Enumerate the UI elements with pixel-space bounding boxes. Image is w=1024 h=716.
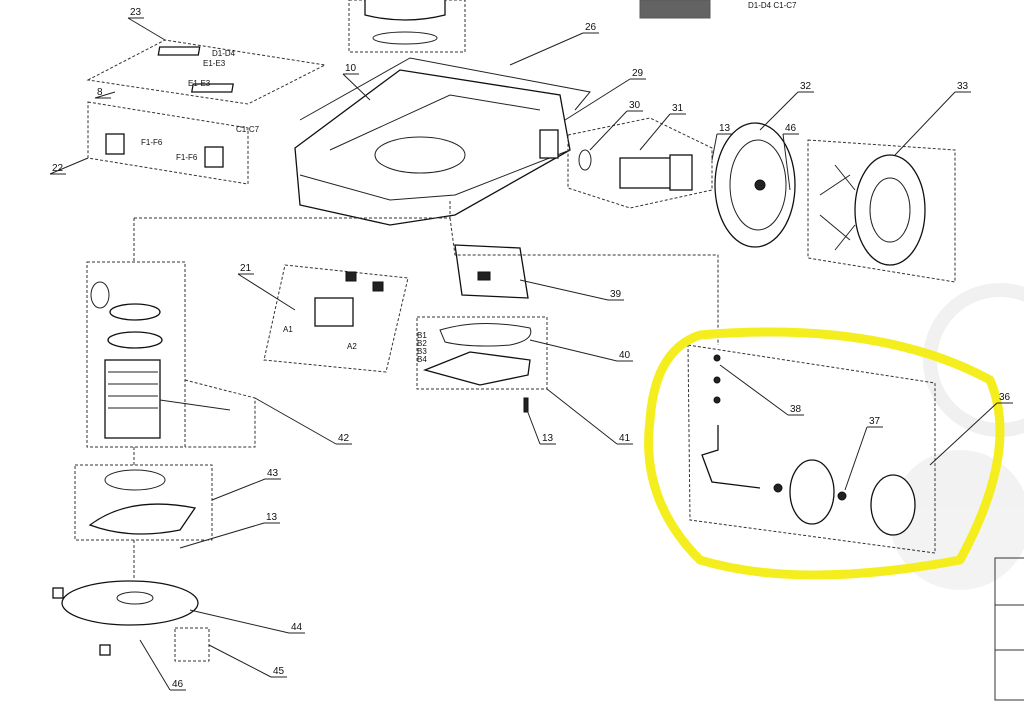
callout-leader-line <box>782 133 799 191</box>
group-21: A1 A2 <box>263 264 409 373</box>
callout-leader-line <box>564 78 646 121</box>
label-a2: A2 <box>347 342 357 351</box>
label-c1-c7: C1-C7 <box>236 125 260 134</box>
group-43 <box>74 464 213 541</box>
callout-number-13: 13 <box>719 123 731 134</box>
label-d1-d4: D1-D4 <box>212 49 236 58</box>
yellow-highlight-loop <box>644 327 1005 580</box>
motor-group-31 <box>567 117 713 209</box>
callout-leader-line <box>844 426 883 491</box>
highlighted-group-36 <box>687 344 936 554</box>
callout-number-13: 13 <box>266 512 278 523</box>
label-b3: B3 <box>417 347 427 356</box>
callout-number-44: 44 <box>291 622 303 633</box>
callout-leader-line <box>894 91 971 156</box>
callout-leader-line <box>759 91 814 131</box>
label-e1-e3: E1-E3 <box>188 79 211 88</box>
callout-number-42: 42 <box>338 433 350 444</box>
label-f1-f6: F1-F6 <box>176 153 198 162</box>
callout-leader-line <box>519 279 624 301</box>
callout-leader-line <box>529 339 633 362</box>
group-42-motor <box>86 261 256 448</box>
callout-leader-line <box>189 609 305 634</box>
callout-number-46: 46 <box>172 679 184 690</box>
label-f1-f6: F1-F6 <box>141 138 163 147</box>
callout-number-22: 22 <box>52 163 64 174</box>
callout-number-23: 23 <box>130 7 142 18</box>
callout-leader-line <box>589 110 643 151</box>
callout-leader-line <box>719 364 804 416</box>
callout-leader-line <box>94 91 116 99</box>
label-b1: B1 <box>417 331 427 340</box>
callout-number-37: 37 <box>869 416 881 427</box>
label-a1: A1 <box>283 325 293 334</box>
callout-leader-line <box>711 133 733 161</box>
callout-leader-line <box>127 17 166 41</box>
top-cover-part <box>348 0 466 53</box>
title-block-fragment <box>994 557 1024 701</box>
callout-number-33: 33 <box>957 81 969 92</box>
callout-leader-line <box>929 402 1013 466</box>
label-b2: B2 <box>417 339 427 348</box>
top-pcb-part: D1-D4 C1-C7 <box>639 0 797 19</box>
callout-leader-line <box>237 273 296 311</box>
callout-number-40: 40 <box>619 350 631 361</box>
group-23: D1-D4 E1-E3 E1-E3 <box>86 39 327 105</box>
battery-39 <box>454 244 529 299</box>
callout-number-29: 29 <box>632 68 644 79</box>
callout-leader-line <box>639 113 686 151</box>
callout-number-10: 10 <box>345 63 357 74</box>
callout-number-8: 8 <box>97 87 103 98</box>
callout-leader-line <box>546 388 633 445</box>
group-41: B1 B2 B3 B4 <box>416 316 548 413</box>
callout-leader-line <box>49 157 89 175</box>
callout-number-13: 13 <box>542 433 554 444</box>
connector-lines <box>133 200 719 580</box>
callout-leader-line <box>139 639 186 691</box>
callout-number-46: 46 <box>785 123 797 134</box>
callout-number-31: 31 <box>672 103 684 114</box>
callout-number-30: 30 <box>629 100 641 111</box>
label-top-pcb: D1-D4 C1-C7 <box>748 1 797 10</box>
callout-leader-line <box>211 478 281 501</box>
label-e1-e3: E1-E3 <box>203 59 226 68</box>
callouts: 23 8 22 10 26 29 30 31 32 33 13 46 21 39 40 38 37 36 42 13 4… <box>49 7 1013 691</box>
callout-leader-line <box>208 644 287 678</box>
callout-number-36: 36 <box>999 392 1011 403</box>
callout-leader-line <box>179 522 280 549</box>
callout-number-39: 39 <box>610 289 622 300</box>
callout-leader-line <box>342 73 371 101</box>
callout-number-38: 38 <box>790 404 802 415</box>
wheel-32 <box>714 122 796 248</box>
callout-number-41: 41 <box>619 433 631 444</box>
blade-disc-44 <box>52 580 210 662</box>
callout-number-26: 26 <box>585 22 597 33</box>
chassis-part <box>294 57 591 226</box>
callout-number-45: 45 <box>273 666 285 677</box>
hub-33 <box>807 139 956 283</box>
callout-number-43: 43 <box>267 468 279 479</box>
group-22: F1-F6 F1-F6 C1-C7 <box>87 101 260 185</box>
callout-number-32: 32 <box>800 81 812 92</box>
label-b4: B4 <box>417 355 427 364</box>
callout-number-21: 21 <box>240 263 252 274</box>
callout-leader-line <box>254 397 352 445</box>
callout-leader-line <box>526 409 556 445</box>
callout-leader-line <box>509 32 599 66</box>
